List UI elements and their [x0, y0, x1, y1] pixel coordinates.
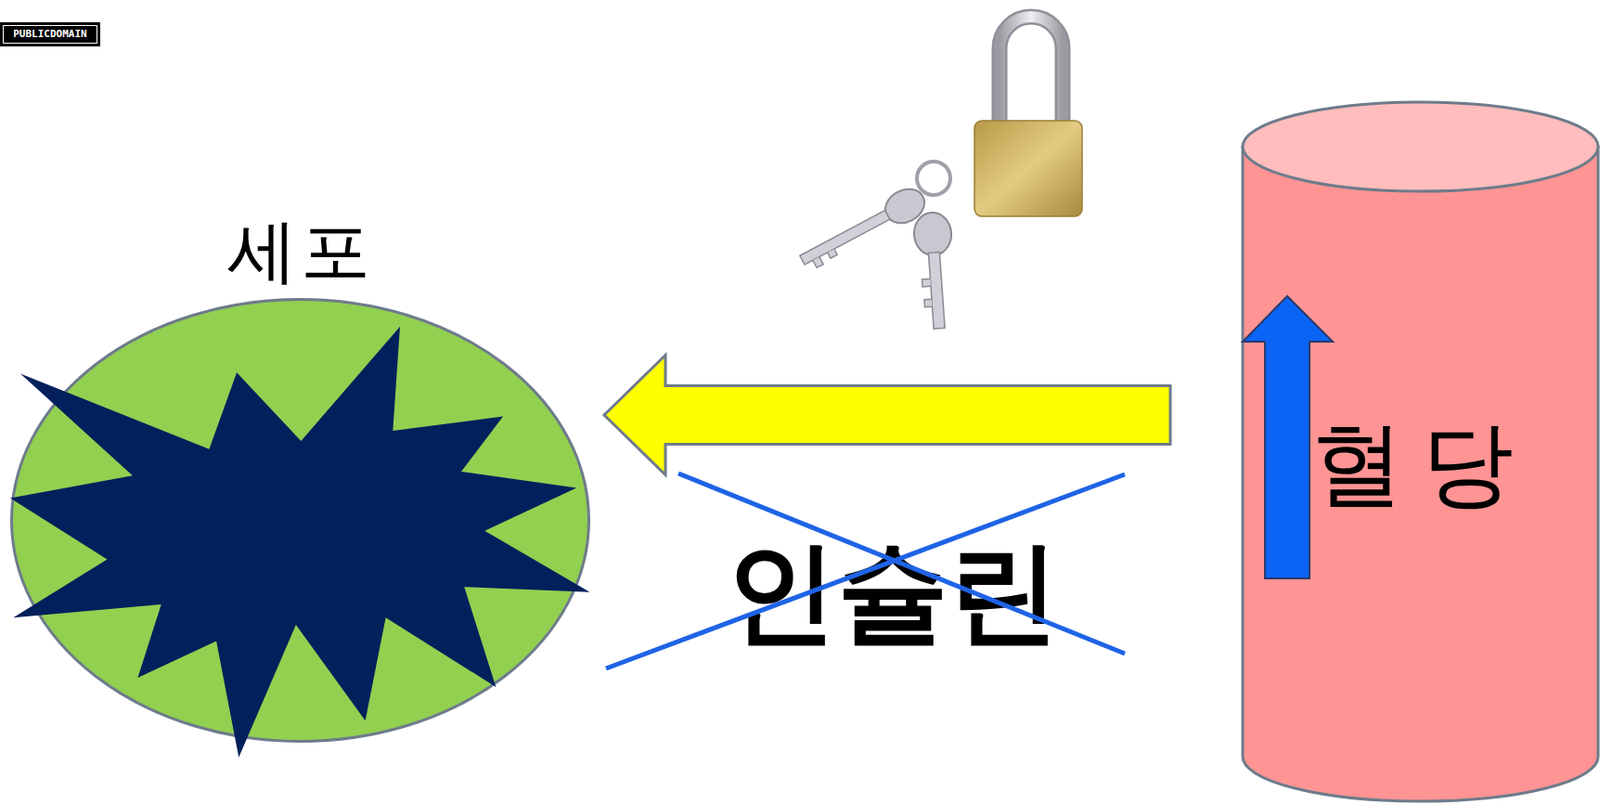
node-label: 혈당 — [1242, 417, 1599, 511]
cross-line — [606, 474, 1125, 669]
node-label: 세포 — [10, 212, 591, 289]
cell-ellipse: 세포 — [10, 297, 591, 743]
starburst-shape — [10, 326, 591, 758]
license-badge: PUBLICDOMAIN — [0, 22, 101, 47]
node-outline — [10, 297, 591, 743]
keys-symbol — [795, 161, 958, 330]
padlock-symbol — [974, 16, 1083, 217]
cylinder-top — [1242, 102, 1599, 192]
fat-arrow-connector — [604, 355, 1171, 476]
blood-cylinder: 혈당 — [1242, 102, 1599, 801]
cylinder-body — [1242, 146, 1599, 801]
